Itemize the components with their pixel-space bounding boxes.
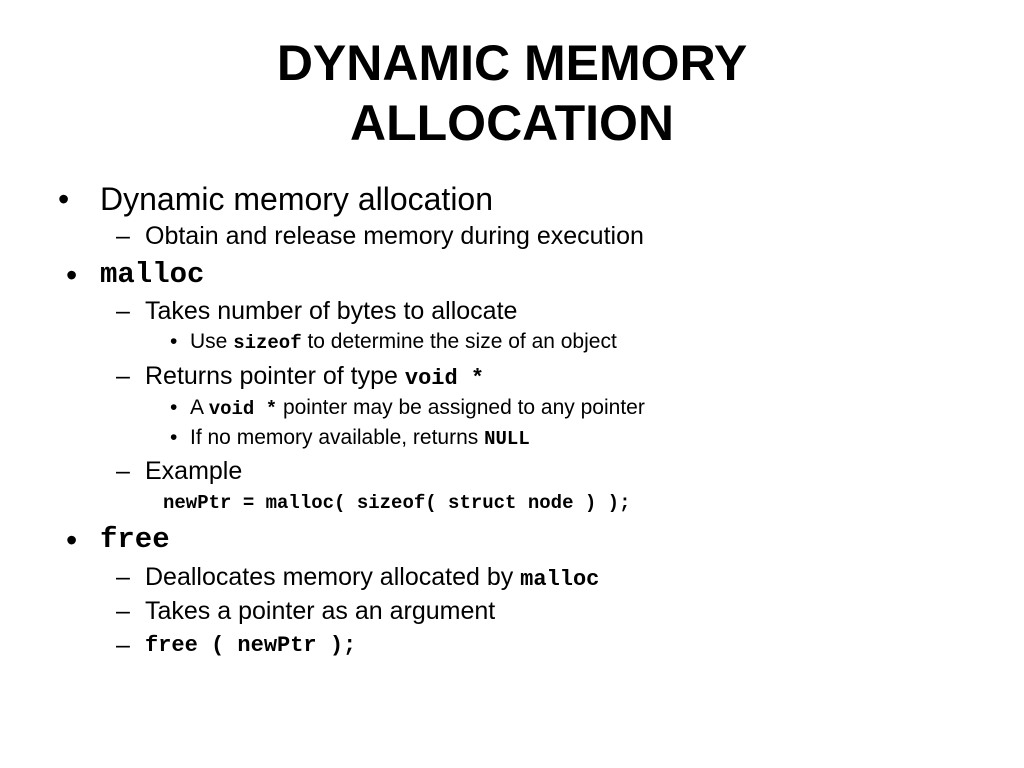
text-segment: pointer may be assigned to any pointer [277,396,645,419]
bullet-marker: • [66,522,78,558]
dash-marker: – [116,362,130,390]
slide-title-line-1: DYNAMIC MEMORY [276,35,748,91]
dash-marker: – [116,457,130,485]
bullet-marker: • [170,426,178,449]
sub-bullet-takes-pointer: Takes a pointer as an argument [145,597,496,625]
dash-marker: – [116,297,130,325]
sub-bullet-takes-bytes: Takes number of bytes to allocate [145,297,518,325]
sub-bullet-obtain-release: Obtain and release memory during executi… [145,222,644,250]
text-segment: to determine the size of an object [301,330,617,353]
sub-bullet-deallocates: Deallocates memory allocated by malloc [145,562,599,595]
dash-marker: – [116,597,130,625]
dash-marker: – [116,563,130,591]
bullet-marker: • [170,330,178,353]
sub-sub-bullet-void-pointer: A void * pointer may be assigned to any … [190,395,645,422]
code-null: NULL [484,428,530,450]
code-void-pointer: void * [404,366,485,391]
text-segment: Use [190,330,234,353]
dash-marker: – [116,222,130,250]
sub-sub-bullet-no-memory: If no memory available, returns NULL [190,425,530,452]
slide-title: DYNAMIC MEMORY ALLOCATION [0,33,1024,153]
code-free-newptr: free ( newPtr ); [145,633,357,658]
sub-sub-bullet-use-sizeof: Use sizeof to determine the size of an o… [190,329,617,356]
sub-bullet-returns-pointer: Returns pointer of type void * [145,361,484,394]
text-segment: Returns pointer of type [145,362,405,390]
text-segment: A [190,396,209,419]
code-void-pointer: void * [208,398,278,420]
bullet-free: free [100,523,170,556]
code-example-malloc: newPtr = malloc( sizeof( struct node ) )… [163,492,631,514]
code-sizeof: sizeof [233,332,302,354]
text-segment: If no memory available, returns [190,426,485,449]
dash-marker: – [116,631,130,659]
slide-title-line-2: ALLOCATION [349,95,675,151]
text-segment: Deallocates memory allocated by [145,563,521,591]
code-malloc: malloc [520,567,600,592]
bullet-marker: • [66,257,78,293]
bullet-malloc: malloc [100,258,205,291]
bullet-marker: • [58,181,70,217]
bullet-dynamic-memory-allocation: Dynamic memory allocation [100,181,494,217]
sub-bullet-example: Example [145,457,243,485]
bullet-marker: • [170,396,178,419]
